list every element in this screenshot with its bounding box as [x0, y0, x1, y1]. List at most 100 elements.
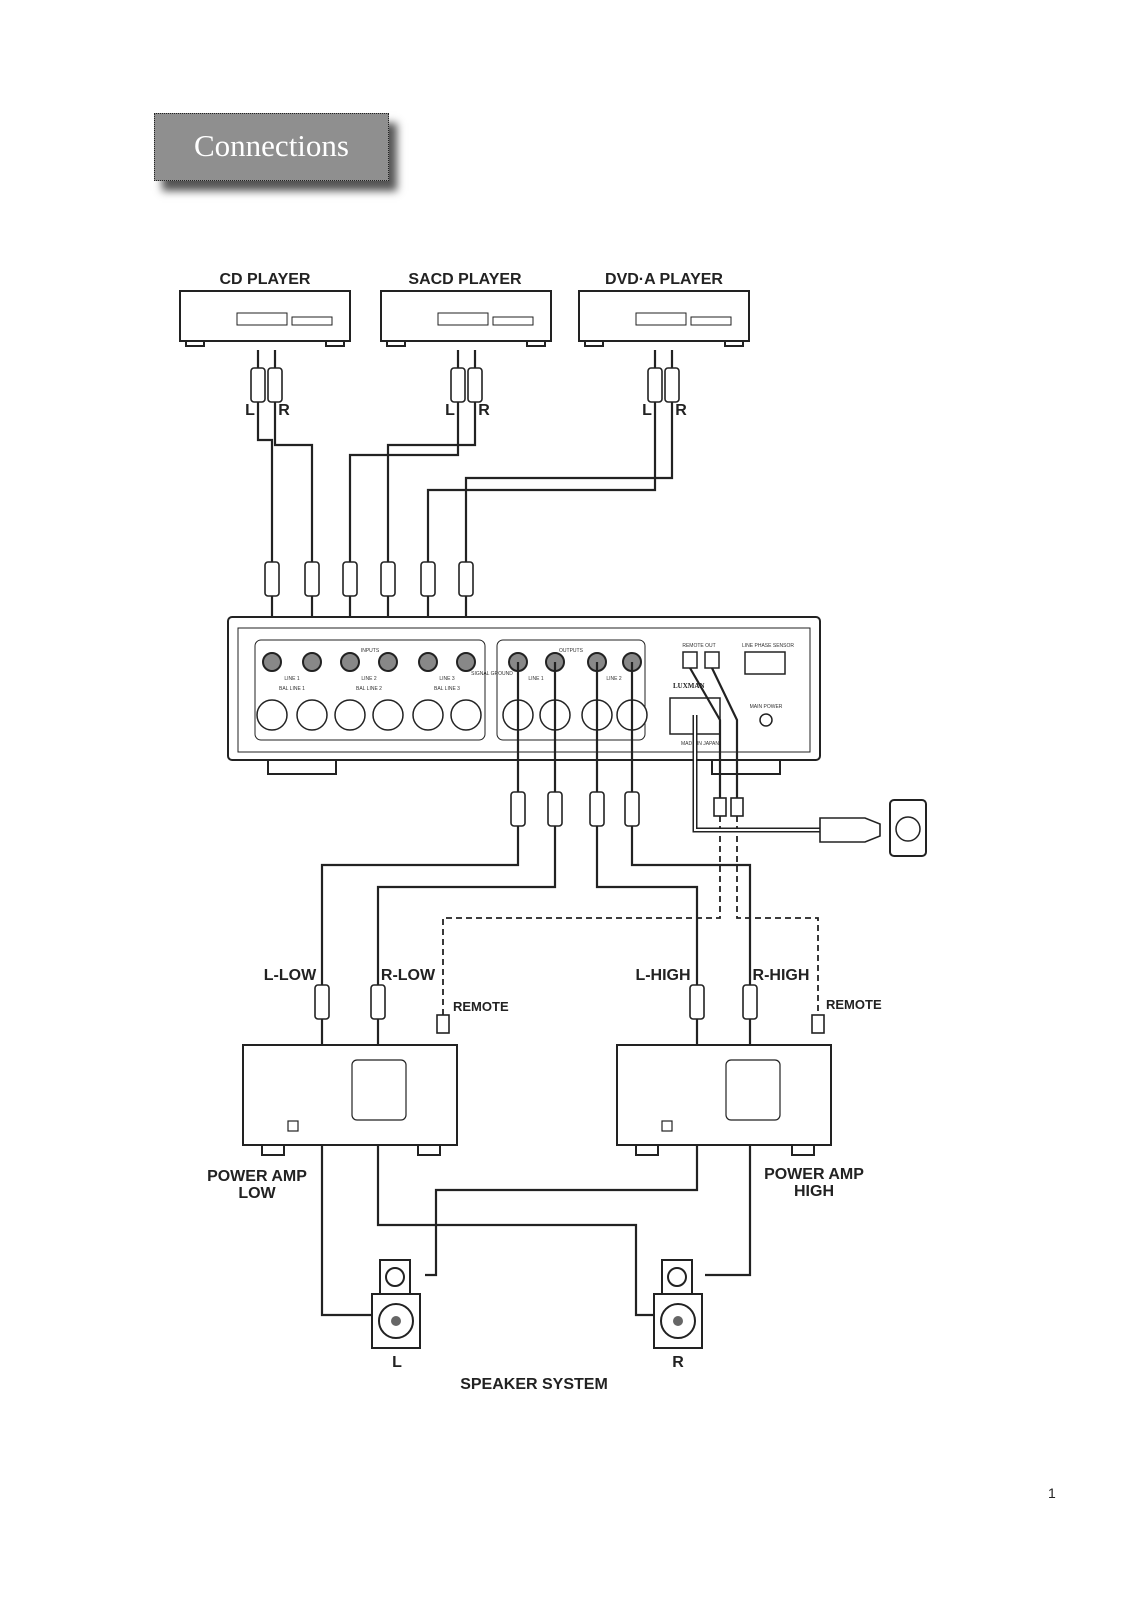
- diagram-shape: [372, 699, 404, 731]
- speaker-right: R: [653, 1259, 703, 1371]
- power-amp-low: POWER AMP LOW: [207, 1044, 458, 1202]
- section-title-box: Connections: [154, 113, 389, 181]
- diagram-label: LINE 2: [606, 676, 622, 682]
- speaker-left: L: [371, 1259, 421, 1371]
- diagram-shape: [667, 1267, 687, 1287]
- diagram-shape: [256, 699, 648, 731]
- r-high-label: R-HIGH: [753, 967, 810, 984]
- diagram-shape: [262, 652, 282, 672]
- diagram-shape: [492, 316, 534, 326]
- diagram-shape: [635, 1144, 659, 1156]
- diagram-label: BAL LINE 3: [434, 686, 460, 692]
- diagram-shape: [584, 340, 604, 347]
- diagram-shape: [418, 652, 438, 672]
- diagram-shape: [673, 1316, 683, 1326]
- diagram-label: R: [478, 402, 490, 419]
- diagram-shape: [267, 367, 283, 403]
- diagram-shape: [291, 316, 333, 326]
- diagram-label: LOW: [238, 1185, 276, 1202]
- diagram-label: LINE 3: [439, 676, 455, 682]
- diagram-label: R: [278, 402, 290, 419]
- diagram-shape: [450, 699, 482, 731]
- diagram-label: SIGNAL GROUND: [471, 671, 513, 677]
- diagram-label: L: [642, 402, 652, 419]
- diagram-shape: [630, 662, 752, 990]
- diagram-shape: [378, 652, 398, 672]
- diagram-shape: [348, 350, 460, 565]
- diagram-shape: [450, 367, 466, 403]
- diagram-shape: [320, 662, 520, 990]
- diagram-shape: [236, 312, 288, 326]
- remote-label-low: REMOTE: [453, 999, 509, 1014]
- diagram-shape: [759, 713, 773, 727]
- diagram-shape: [624, 791, 640, 827]
- diagram-shape: [705, 1145, 752, 1277]
- diagram-label: HIGH: [794, 1183, 834, 1200]
- diagram-shape: [689, 984, 705, 1020]
- diagram-shape: [725, 1059, 781, 1121]
- diagram-shape: [510, 791, 526, 827]
- diagram-shape: [724, 340, 744, 347]
- diagram-label: MAIN POWER: [750, 704, 783, 710]
- diagram-shape: [895, 816, 921, 842]
- diagram-label: LINE PHASE SENSOR: [742, 643, 794, 649]
- diagram-shape: [412, 699, 444, 731]
- diagram-shape: [744, 651, 786, 675]
- diagram-shape: [791, 1144, 815, 1156]
- diagram-shape: [704, 651, 720, 669]
- diagram-shape: [456, 652, 476, 672]
- diagram-label: POWER AMP: [764, 1166, 864, 1183]
- page-number: 1: [1048, 1485, 1056, 1501]
- diagram-label: L: [392, 1354, 402, 1371]
- section-title: Connections: [194, 128, 349, 163]
- remote-and-power-cables: REMOTE REMOTE: [436, 667, 927, 1034]
- diagram-label: POWER AMP: [207, 1168, 307, 1185]
- l-low-label: L-LOW: [264, 967, 317, 984]
- diagram-shape: [635, 312, 687, 326]
- r-low-label: R-LOW: [381, 967, 436, 984]
- dvd-audio-player-label: DVD·A PLAYER: [605, 271, 723, 288]
- diagram-label: L: [245, 402, 255, 419]
- dvd-audio-player: DVD·A PLAYER: [578, 271, 750, 347]
- cd-player: CD PLAYER: [179, 271, 351, 347]
- diagram-shape: [340, 652, 360, 672]
- diagram-label: LUXMAN: [673, 682, 705, 690]
- diagram-shape: [526, 340, 546, 347]
- rca-plugs-input: [264, 561, 474, 597]
- diagram-shape: [730, 797, 744, 817]
- diagram-shape: [425, 1145, 699, 1277]
- sacd-player-label: SACD PLAYER: [408, 271, 522, 288]
- diagram-shape: [391, 1316, 401, 1326]
- diagram-label: R: [672, 1354, 684, 1371]
- output-cables: L-LOW R-LOW L-HIGH R-HIGH: [264, 662, 810, 1045]
- diagram-label: LINE 1: [284, 676, 300, 682]
- diagram-label: MADE IN JAPAN: [681, 741, 719, 747]
- diagram-shape: [426, 350, 657, 565]
- diagram-label: LINE 1: [528, 676, 544, 682]
- diagram-label: BAL LINE 2: [356, 686, 382, 692]
- diagram-shape: [689, 667, 739, 800]
- diagram-shape: [442, 816, 721, 1015]
- diagram-shape: [811, 1014, 825, 1034]
- diagram-shape: [647, 367, 663, 403]
- cd-player-label: CD PLAYER: [220, 271, 311, 288]
- diagram-shape: [736, 816, 819, 1015]
- diagram-shape: [250, 367, 266, 403]
- l-high-label: L-HIGH: [635, 967, 690, 984]
- diagram-shape: [385, 1267, 405, 1287]
- diagram-shape: [351, 1059, 407, 1121]
- diagram-shape: [458, 561, 474, 597]
- diagram-shape: [436, 1014, 450, 1034]
- diagram-label: BAL LINE 1: [279, 686, 305, 692]
- diagram-shape: [185, 340, 205, 347]
- diagram-label: LINE 2: [361, 676, 377, 682]
- power-plug: [819, 817, 881, 843]
- diagram-shape: [296, 699, 328, 731]
- diagram-shape: [376, 662, 557, 990]
- diagram-shape: [694, 715, 822, 831]
- diagram-shape: [256, 699, 288, 731]
- diagram-label: L: [445, 402, 455, 419]
- diagram-shape: [464, 350, 674, 565]
